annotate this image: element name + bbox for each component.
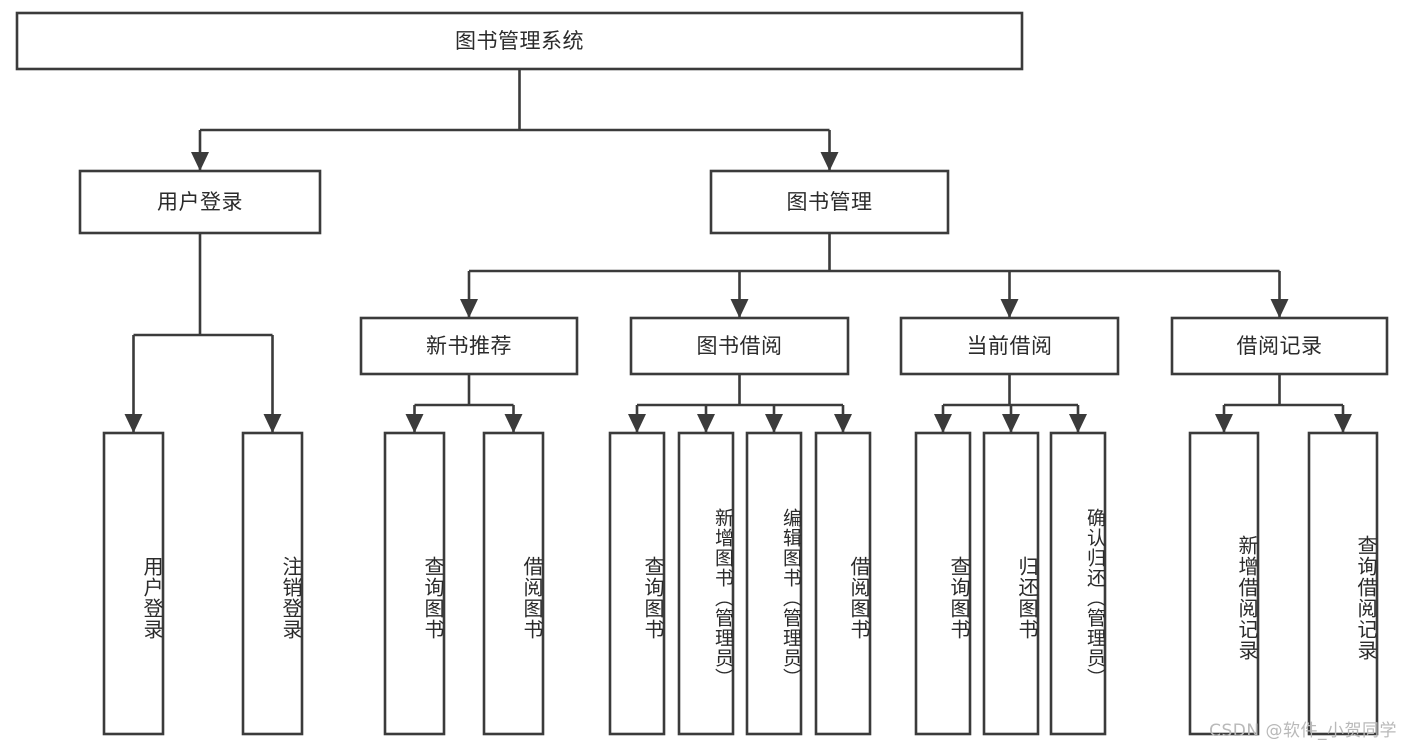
- arrow-head-icon: [1334, 414, 1352, 433]
- node-box-n-new[interactable]: [359, 316, 579, 376]
- arrow-head-icon: [628, 414, 646, 433]
- arrow-head-icon: [124, 414, 143, 433]
- node-box-l9[interactable]: [914, 431, 972, 736]
- arrow-head-icon: [730, 299, 749, 318]
- node-box-l5[interactable]: [608, 431, 666, 736]
- arrow-head-icon: [1069, 414, 1087, 433]
- node-box-n-user[interactable]: [78, 169, 322, 235]
- arrow-head-icon: [820, 152, 839, 171]
- node-box-l11[interactable]: [1049, 431, 1107, 736]
- arrow-head-icon: [1215, 414, 1233, 433]
- arrow-head-icon: [405, 414, 424, 433]
- node-box-l4[interactable]: [482, 431, 545, 736]
- node-box-l12[interactable]: [1188, 431, 1260, 736]
- arrow-head-icon: [1270, 299, 1289, 318]
- node-box-n-cur[interactable]: [899, 316, 1120, 376]
- node-box-l8[interactable]: [814, 431, 872, 736]
- arrow-head-icon: [1002, 414, 1020, 433]
- node-box-l6[interactable]: [677, 431, 735, 736]
- node-box-l7[interactable]: [745, 431, 803, 736]
- node-box-l1[interactable]: [102, 431, 165, 736]
- node-box-n-rec[interactable]: [1170, 316, 1389, 376]
- connectors-layer: [124, 69, 1352, 433]
- node-box-l10[interactable]: [982, 431, 1040, 736]
- arrow-head-icon: [834, 414, 852, 433]
- node-box-l2[interactable]: [241, 431, 304, 736]
- node-box-l13[interactable]: [1307, 431, 1379, 736]
- arrow-head-icon: [1000, 299, 1019, 318]
- node-box-l3[interactable]: [383, 431, 446, 736]
- node-box-n-book[interactable]: [709, 169, 950, 235]
- arrow-head-icon: [934, 414, 952, 433]
- node-box-root[interactable]: [15, 11, 1024, 71]
- arrow-head-icon: [460, 299, 478, 318]
- arrow-head-icon: [263, 414, 282, 433]
- arrow-head-icon: [504, 414, 523, 433]
- arrow-head-icon: [697, 414, 715, 433]
- nodes-layer: [15, 11, 1389, 736]
- arrow-head-icon: [191, 152, 209, 171]
- arrow-head-icon: [765, 414, 783, 433]
- node-box-n-borrow[interactable]: [629, 316, 850, 376]
